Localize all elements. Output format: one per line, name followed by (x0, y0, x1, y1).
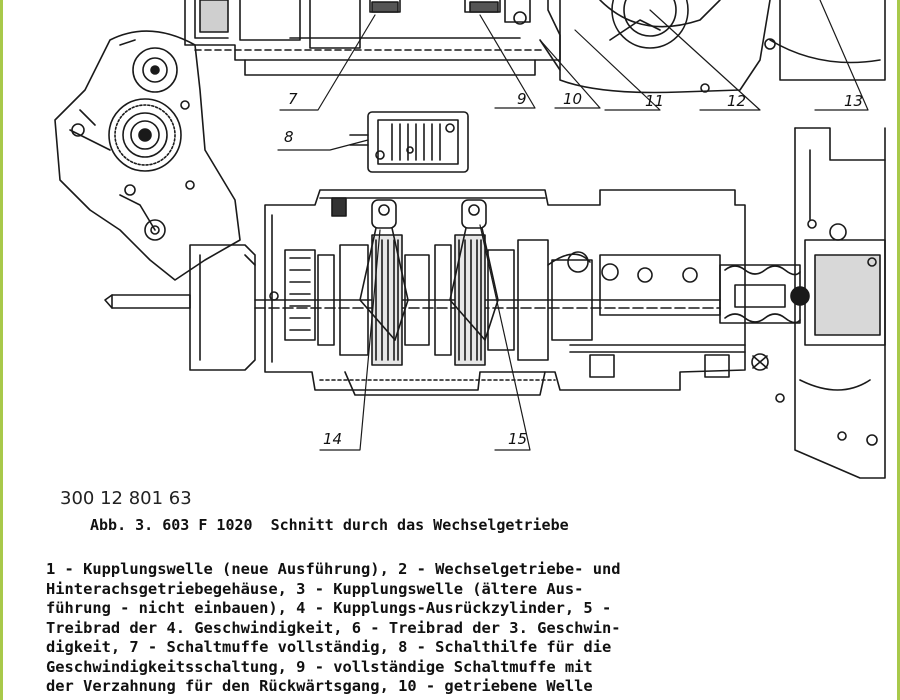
callout-15: 15 (508, 430, 528, 448)
callout-11: 11 (645, 92, 665, 110)
legend-line: führung - nicht einbauen), 4 - Kupplungs… (46, 599, 612, 617)
callout-13: 13 (844, 92, 864, 110)
callout-10: 10 (563, 90, 583, 108)
callout-8: 8 (284, 128, 294, 146)
callout-12: 12 (727, 92, 747, 110)
right-housing (775, 127, 886, 479)
legend-line: 1 - Kupplungswelle (neue Ausführung), 2 … (46, 560, 621, 578)
side-flange-view (54, 30, 241, 281)
callout-7: 7 (288, 90, 298, 108)
drawing-number: 300 12 801 63 (60, 488, 192, 509)
main-gearbox-housing (264, 189, 746, 396)
legend-line: digkeit, 7 - Schaltmuffe vollständig, 8 … (46, 638, 612, 656)
callout-9: 9 (517, 90, 527, 108)
gear-cluster (254, 234, 721, 366)
output-section (569, 239, 886, 378)
legend-text: 1 - Kupplungswelle (neue Ausführung), 2 … (46, 560, 876, 697)
top-right-housing (559, 0, 886, 94)
legend-line: Geschwindigkeitsschaltung, 9 - vollständ… (46, 657, 593, 676)
legend-line: Treibrad der 4. Geschwindigkeit, 6 - Tre… (46, 618, 621, 637)
callout-leader-lines (277, 0, 869, 451)
top-housing (184, 0, 561, 76)
shift-assist-detail (349, 111, 469, 173)
shift-forks (359, 199, 499, 341)
legend-line: der Verzahnung für den Rückwärtsgang, 10… (46, 677, 593, 695)
gearbox-cross-section-drawing (54, 0, 886, 479)
legend-line: Hinterachsgetriebegehäuse, 3 - Kupplungs… (46, 579, 584, 598)
figure-caption: Abb. 3. 603 F 1020 Schnitt durch das Wec… (90, 516, 569, 534)
callout-14: 14 (323, 430, 343, 448)
